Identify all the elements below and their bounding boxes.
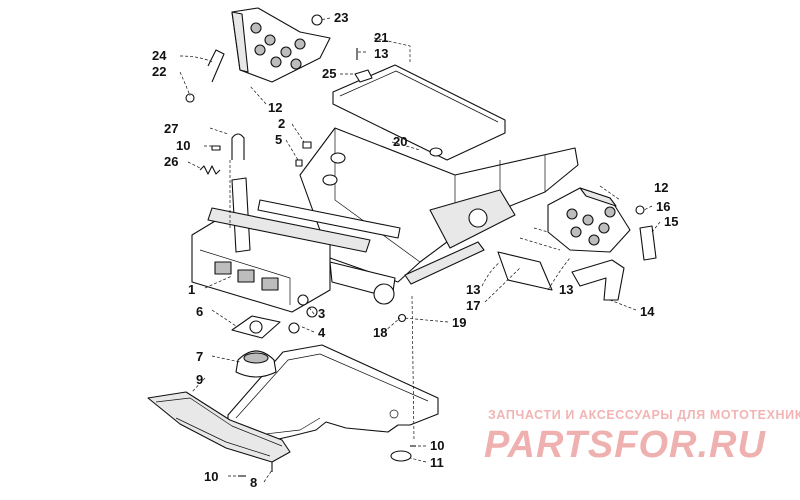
- callout-10-top: 10: [176, 138, 190, 153]
- callout-22: 22: [152, 64, 166, 79]
- callout-27: 27: [164, 121, 178, 136]
- callout-5: 5: [275, 132, 282, 147]
- callout-10-bottom: 10: [204, 469, 218, 484]
- frame-assembly: [191, 64, 579, 334]
- callout-6: 6: [196, 304, 203, 319]
- callout-17: 17: [466, 298, 480, 313]
- callout-13-mid: 13: [466, 282, 480, 297]
- callout-1: 1: [188, 282, 195, 297]
- callout-20: 20: [393, 134, 407, 149]
- callout-11: 11: [430, 455, 444, 470]
- callout-19: 19: [452, 315, 466, 330]
- callout-26: 26: [164, 154, 178, 169]
- watermark-tagline: ЗАПЧАСТИ И АКСЕССУАРЫ ДЛЯ МОТОТЕХНИКИ: [488, 408, 800, 422]
- skid-plate: [147, 391, 291, 463]
- leader-lines: [179, 17, 661, 483]
- callout-labels: 1 2 3 4 5 6 7 8 9 10 10 10 11 12 12 13 1…: [152, 10, 678, 490]
- callout-13-top: 13: [374, 46, 388, 61]
- footrest-right: [547, 187, 631, 253]
- watermark: ЗАПЧАСТИ И АКСЕССУАРЫ ДЛЯ МОТОТЕХНИКИ PA…: [484, 408, 800, 466]
- callout-25: 25: [322, 66, 336, 81]
- callout-13-right: 13: [559, 282, 573, 297]
- callout-18: 18: [373, 325, 387, 340]
- callout-3: 3: [318, 306, 325, 321]
- callout-23: 23: [334, 10, 348, 25]
- callout-24: 24: [152, 48, 167, 63]
- callout-15: 15: [664, 214, 678, 229]
- callout-10-right: 10: [430, 438, 444, 453]
- callout-16: 16: [656, 199, 670, 214]
- callout-9: 9: [196, 372, 203, 387]
- callout-12-top: 12: [268, 100, 282, 115]
- callout-12-right: 12: [654, 180, 668, 195]
- callout-2: 2: [278, 116, 285, 131]
- callout-21: 21: [374, 30, 388, 45]
- footrest-left: [231, 7, 331, 83]
- callout-14: 14: [640, 304, 655, 319]
- callout-7: 7: [196, 349, 203, 364]
- callout-4: 4: [318, 325, 326, 340]
- callout-8: 8: [250, 475, 257, 490]
- watermark-logo: PARTSFOR.RU: [484, 424, 766, 466]
- small-parts: [185, 14, 657, 477]
- tunnel-panel: [332, 64, 506, 161]
